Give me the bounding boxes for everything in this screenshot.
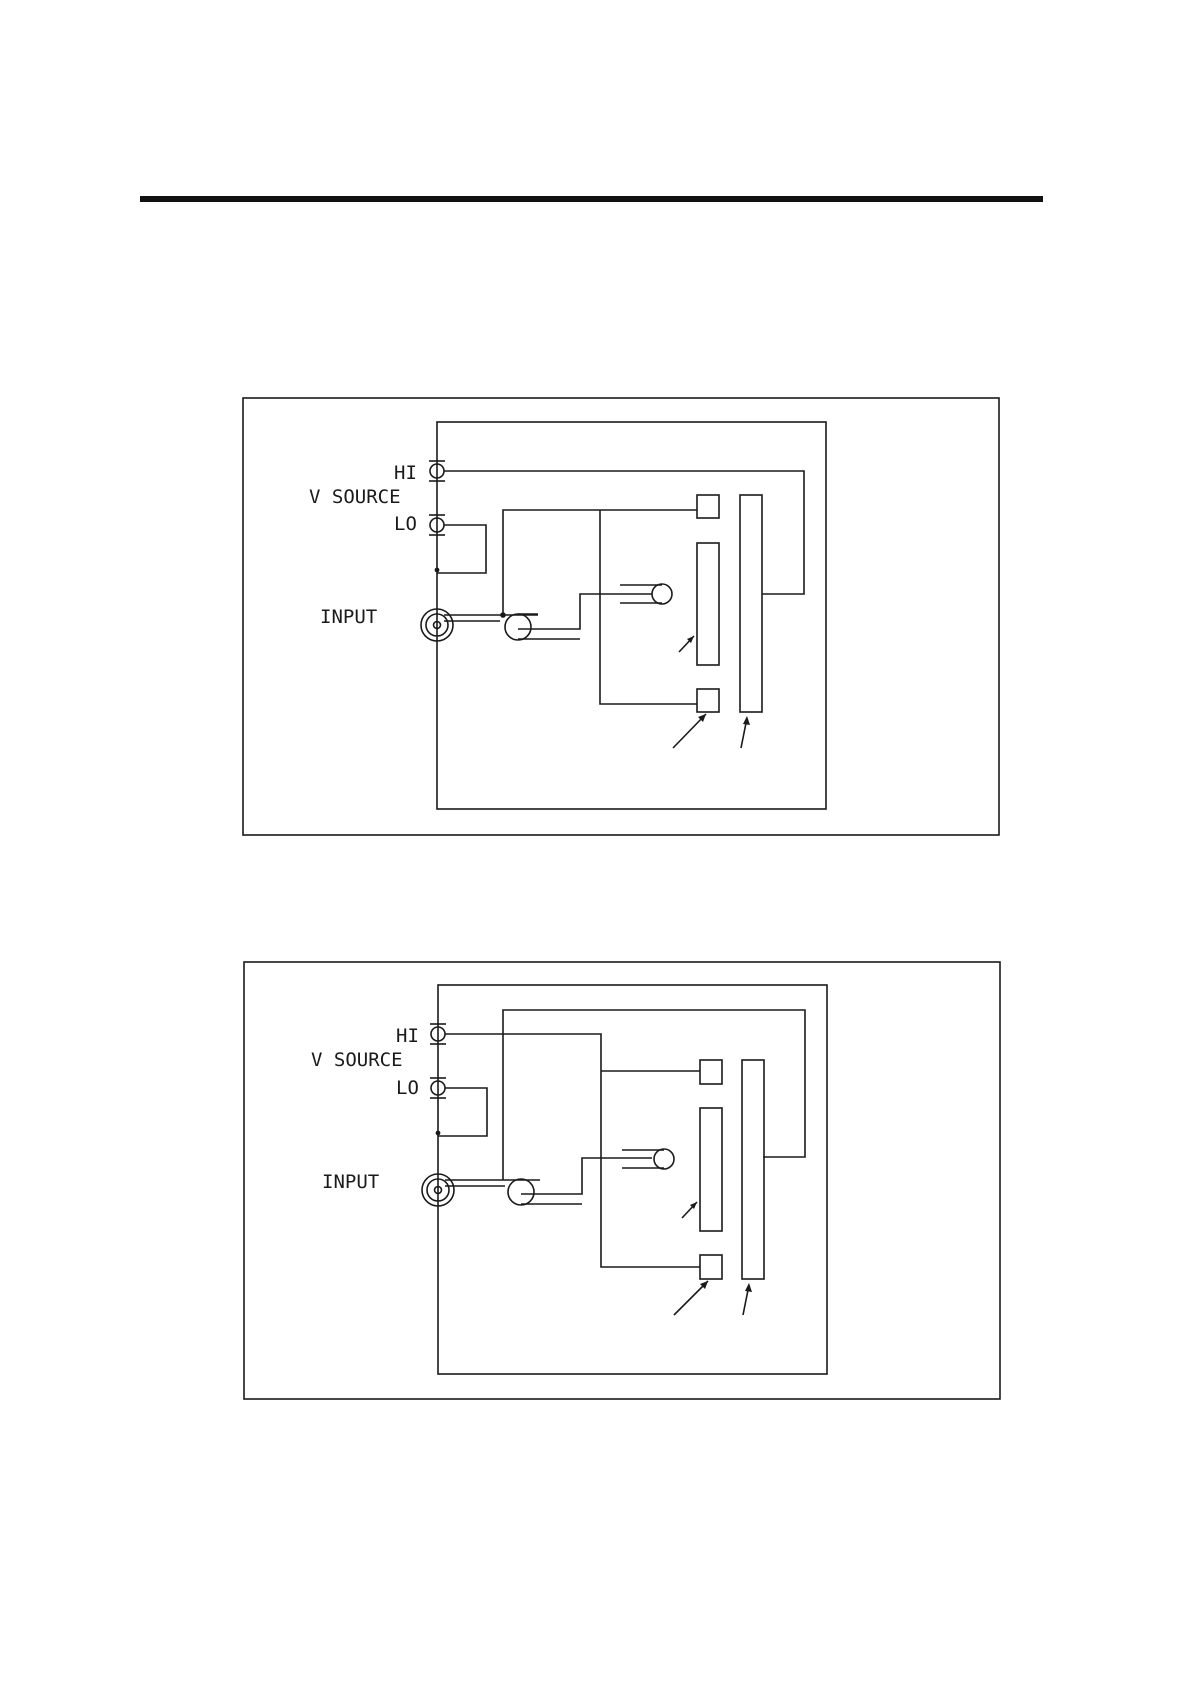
figure-1-frame bbox=[243, 398, 999, 835]
figure-1-upper-guard-electrode bbox=[697, 495, 719, 518]
figure-1-right-electrode bbox=[740, 495, 762, 712]
figure-2-lower-guard-electrode bbox=[700, 1255, 722, 1279]
figure-1-lower-guard-electrode bbox=[697, 689, 719, 712]
figure-1-lo-label: LO bbox=[394, 513, 417, 535]
figure-2-v-source-label: V SOURCE bbox=[311, 1049, 403, 1071]
figure-2-hi-label: HI bbox=[396, 1025, 419, 1047]
figure-1-center-electrode bbox=[697, 543, 719, 665]
top-rule bbox=[140, 196, 1043, 202]
figure-2-lo-terminal bbox=[431, 1081, 445, 1095]
figure-2-lo-label: LO bbox=[396, 1077, 419, 1099]
figure-1-hi-label: HI bbox=[394, 462, 417, 484]
figure-1-hi-lead bbox=[444, 471, 804, 594]
figure-2-enclosure bbox=[438, 985, 827, 1374]
figure-1-input-connector bbox=[421, 609, 453, 641]
figure-2-hi-lead bbox=[445, 1034, 700, 1267]
figure-1-v-source-label: V SOURCE bbox=[309, 486, 401, 508]
figure-2-triax-ring bbox=[508, 1179, 534, 1205]
figure-2-center-electrode bbox=[700, 1108, 722, 1231]
figure-2-frame bbox=[244, 962, 1000, 1399]
figure-2-input-connector bbox=[422, 1174, 454, 1206]
figure-2-input-label: INPUT bbox=[322, 1171, 379, 1193]
figure-1-triax-ring bbox=[505, 614, 531, 640]
figure-2-guard-loop bbox=[503, 1010, 805, 1180]
figure-1-lo-terminal bbox=[430, 518, 444, 532]
figure-1-hi-terminal bbox=[430, 464, 444, 478]
figure-2-hi-terminal bbox=[431, 1027, 445, 1041]
figure-1-input-label: INPUT bbox=[320, 606, 377, 628]
figure-2-upper-guard-electrode bbox=[700, 1060, 722, 1084]
figure-2-right-electrode bbox=[742, 1060, 764, 1279]
figure-1-guard-lead bbox=[503, 510, 600, 615]
figure-1-enclosure bbox=[437, 422, 826, 809]
figure-2-coax-loop bbox=[654, 1149, 674, 1169]
figure-1-coax-loop bbox=[652, 584, 672, 604]
